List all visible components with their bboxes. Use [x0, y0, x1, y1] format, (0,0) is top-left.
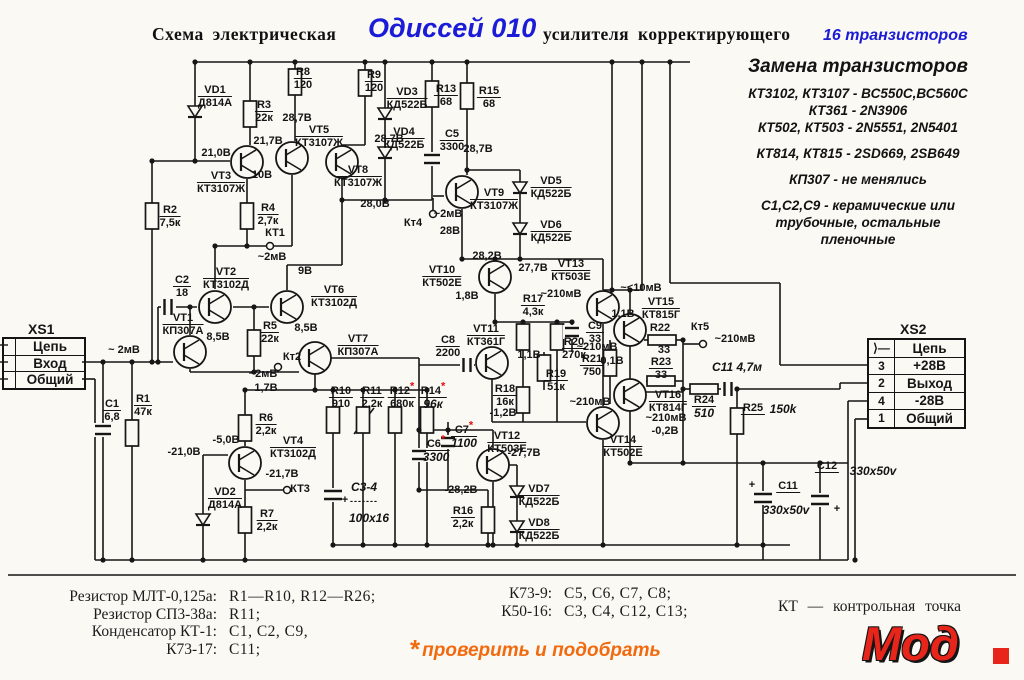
xs1-title: XS1 [28, 321, 55, 337]
connector-row: ⟩—Цепь [869, 340, 964, 358]
connector-row: 4-28В [869, 392, 964, 410]
replacement-notes-lines: КТ3102, КТ3107 - ВС550С,ВС560С КТ361 - 2N… [692, 86, 1024, 247]
legend-row: Конденсатор КТ-1:С1, С2, С9, [91, 623, 309, 640]
connector-row: Цепь [4, 339, 84, 356]
replacement-note-line: трубочные, остальные [775, 215, 941, 230]
transistors [173, 141, 647, 482]
replacement-note-line: КТ3102, КТ3107 - ВС550С,ВС560С [748, 86, 968, 101]
legend-row: К73-17:С11; [166, 640, 261, 658]
junction-dots [100, 59, 858, 563]
diodes [186, 105, 529, 534]
kt-note: КТ — контрольная точка [778, 598, 961, 615]
legend-left: Резистор МЛТ-0,125а:R1—R10, R12—R26;Рези… [12, 588, 376, 658]
legend-row: К73-9:С5, С6, С7, С8; [508, 585, 672, 602]
xs2-title: XS2 [900, 321, 927, 337]
check-note-text: проверить и подобрать [422, 640, 661, 661]
legend-row: Резистор МЛТ-0,125а:R1—R10, R12—R26; [69, 588, 376, 605]
capacitors [93, 152, 831, 507]
xs1-ticks [0, 344, 8, 380]
replacement-note-line: КТ814, КТ815 - 2SD669, 2SB649 [756, 146, 960, 161]
replacement-note-line: КТ502, КТ503 - 2N5551, 2N5401 [757, 120, 959, 135]
page-title-model: Одиссей 010 [368, 13, 537, 43]
connector-row: 3+28В [869, 357, 964, 375]
replacement-notes: Замена транзисторов КТ3102, КТ3107 - ВС5… [692, 56, 1024, 249]
connector-row: Общий [4, 372, 84, 388]
mod-logo: Мод [862, 617, 959, 670]
replacement-notes-heading: Замена транзисторов [747, 56, 969, 77]
page-title-part1: Схема электрическая [152, 24, 337, 44]
check-note: *проверить и подобрать [410, 634, 661, 665]
page-title-part3: 16 транзисторов [823, 27, 968, 44]
connector-row: Вход [4, 355, 84, 372]
test-points [265, 209, 708, 495]
legend-row: Резистор СП3-38а:R11; [93, 605, 261, 623]
replacement-note-line: С1,С2,С9 - керамические или [761, 198, 955, 213]
replacement-note-line: пленочные [820, 232, 896, 247]
page-title-part2: усилителя корректирующего [543, 24, 791, 44]
replacement-note-line: КТ361 - 2N3906 [808, 103, 908, 118]
legend-row: К50-16:С3, С4, С12, С13; [501, 602, 688, 620]
replacement-note-line: КП307 - не менялись [789, 172, 927, 187]
asterisk-icon: * [410, 634, 421, 664]
legend-center: К73-9:С5, С6, С7, С8;К50-16:С3, С4, С12,… [452, 585, 688, 620]
logo-square [993, 648, 1009, 664]
